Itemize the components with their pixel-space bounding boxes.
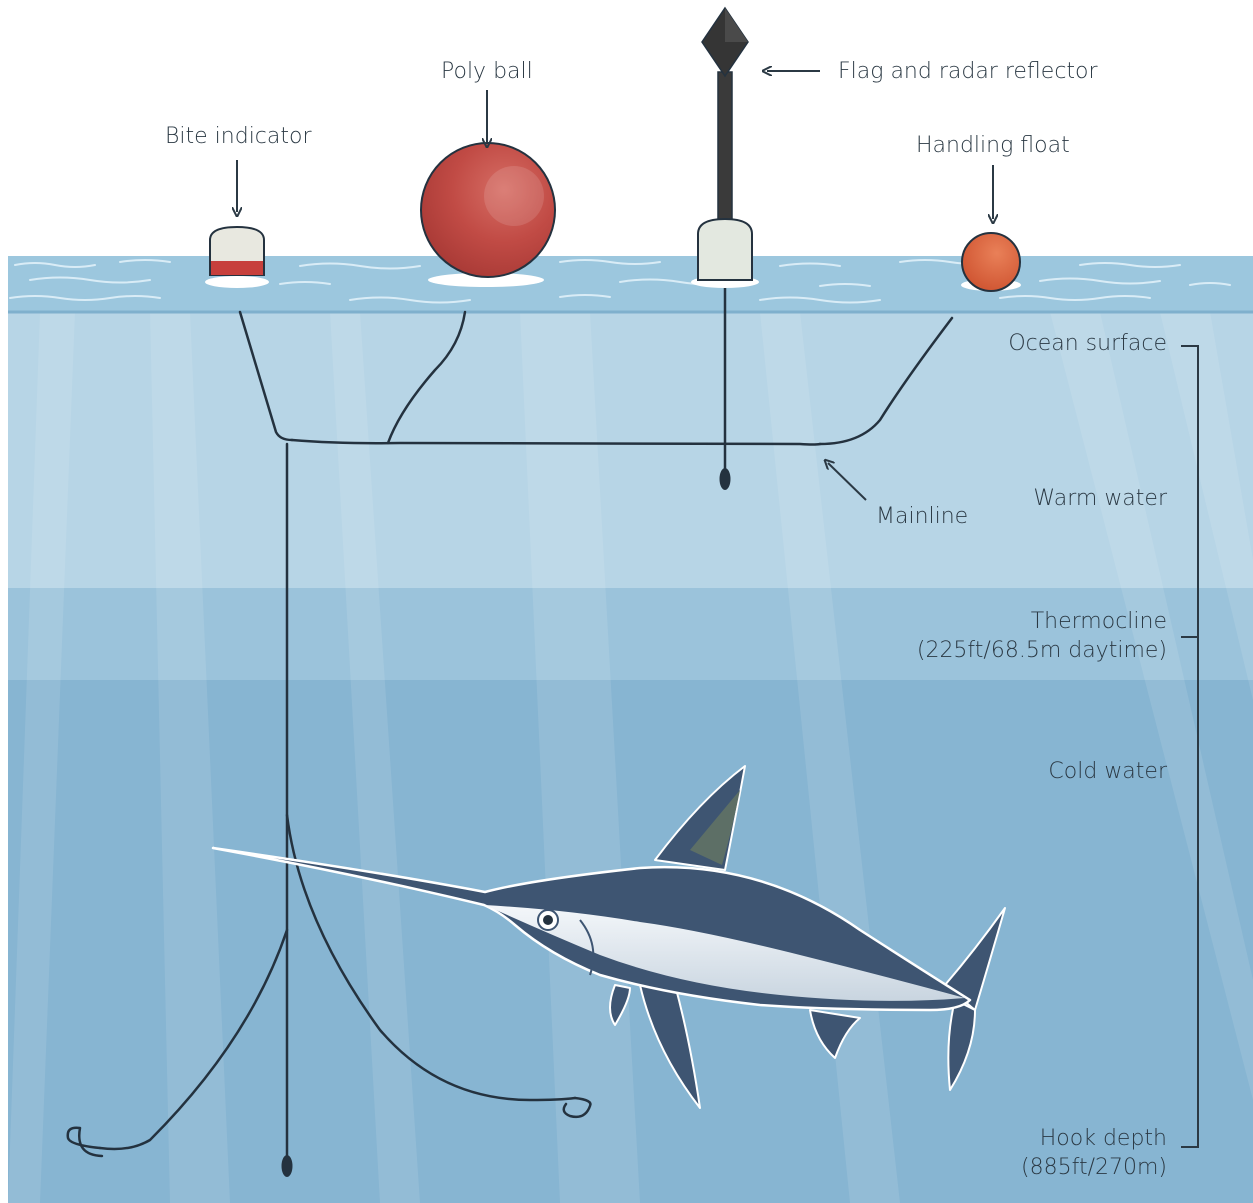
surface-wave-band xyxy=(8,256,1253,316)
weight-radar-line xyxy=(720,468,731,490)
depth-label-ocean-surface: Ocean surface xyxy=(1008,330,1167,357)
label-bite-indicator: Bite indicator xyxy=(165,123,312,150)
bite-indicator xyxy=(210,227,264,275)
handling-float xyxy=(962,233,1020,291)
label-mainline: Mainline xyxy=(876,503,968,530)
flag-radar-reflector xyxy=(698,8,752,280)
label-flag-radar: Flag and radar reflector xyxy=(838,58,1098,85)
poly-ball xyxy=(421,143,555,277)
label-poly-ball: Poly ball xyxy=(441,58,533,85)
label-handling-float: Handling float xyxy=(916,132,1070,159)
depth-label-hook-depth: Hook depth xyxy=(1040,1125,1167,1152)
depth-label-thermocline: Thermocline xyxy=(1031,608,1167,635)
depth-label-hook-depth-value: (885ft/270m) xyxy=(1021,1154,1167,1181)
depth-label-warm-water: Warm water xyxy=(1033,485,1167,512)
depth-label-cold-water: Cold water xyxy=(1048,758,1167,785)
weight-main-dropper xyxy=(282,1155,293,1177)
depth-label-thermocline-depth: (225ft/68.5m daytime) xyxy=(917,637,1167,664)
